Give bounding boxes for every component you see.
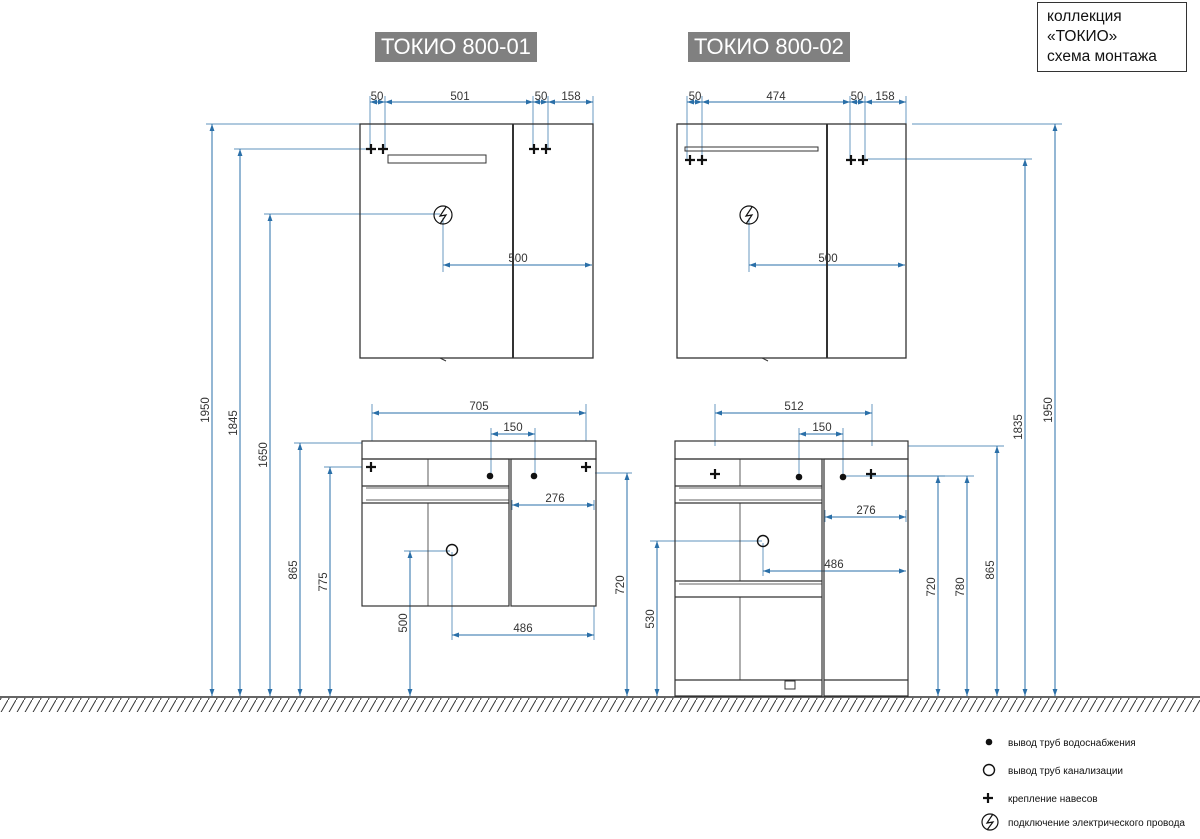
power-outlets	[433, 205, 999, 831]
mirror-cabinet-left	[359, 123, 594, 362]
dim-r-486: 486	[824, 559, 843, 571]
title-line-3: схема монтажа	[1047, 48, 1157, 65]
legend-sewer-label: вывод труб канализации	[1008, 765, 1123, 777]
dim-l-775: 775	[318, 572, 330, 591]
sink-cabinet-left	[361, 440, 597, 607]
dimension-lines	[209, 99, 1058, 696]
dim-r-865: 865	[985, 560, 997, 579]
dim-l-top-50b: 50	[535, 91, 548, 103]
dim-l-500-vertical: 500	[398, 613, 410, 632]
dim-l-705: 705	[469, 401, 488, 413]
dim-r-512: 512	[784, 401, 803, 413]
dim-l-486: 486	[513, 623, 532, 635]
model-label-left: ТОКИО 800-01	[375, 32, 537, 62]
dim-r-1950: 1950	[1043, 397, 1055, 423]
dim-r-mirror-500: 500	[818, 253, 837, 265]
dim-l-720: 720	[615, 575, 627, 594]
dim-r-top-50a: 50	[689, 91, 702, 103]
dim-l-276: 276	[545, 493, 564, 505]
dim-r-530: 530	[645, 609, 657, 628]
legend: вывод труб водоснабжения вывод труб кана…	[1008, 737, 1185, 829]
dim-l-1650: 1650	[258, 442, 270, 468]
dim-l-1950: 1950	[200, 397, 212, 423]
sink-cabinet-right	[674, 440, 909, 697]
legend-water-label: вывод труб водоснабжения	[1008, 737, 1136, 749]
sewer-outlets	[445, 534, 996, 777]
title-line-2: «ТОКИО»	[1047, 28, 1118, 45]
dim-r-top-158: 158	[875, 91, 894, 103]
dim-r-150: 150	[812, 422, 831, 434]
mount-markers	[366, 144, 993, 803]
dim-l-1845: 1845	[228, 410, 240, 436]
dimension-labels: 50 501 50 158 50 474 50 158 500 500 705 …	[200, 91, 1055, 635]
water-outlets	[486, 472, 993, 746]
model-label-right: ТОКИО 800-02	[688, 32, 850, 62]
dim-l-top-50a: 50	[371, 91, 384, 103]
extension-lines	[206, 96, 1062, 640]
dim-l-mirror-500: 500	[508, 253, 527, 265]
title-box: коллекция «ТОКИО» схема монтажа	[1037, 2, 1187, 72]
mirror-cabinet-right	[676, 123, 907, 362]
legend-mount-label: крепление навесов	[1008, 794, 1098, 805]
dim-l-150: 150	[503, 422, 522, 434]
dim-l-top-158: 158	[561, 91, 580, 103]
dim-l-865: 865	[288, 560, 300, 579]
legend-power-label: подключение электрического провода	[1008, 818, 1185, 829]
dim-r-top-50b: 50	[851, 91, 864, 103]
dim-r-top-474: 474	[766, 91, 786, 103]
dim-r-1835: 1835	[1013, 414, 1025, 440]
dim-r-276: 276	[856, 505, 875, 517]
dim-l-top-501: 501	[450, 91, 469, 103]
dim-r-720: 720	[926, 577, 938, 596]
title-line-1: коллекция	[1047, 8, 1122, 25]
floor	[0, 696, 1200, 712]
dim-r-780: 780	[955, 577, 967, 596]
